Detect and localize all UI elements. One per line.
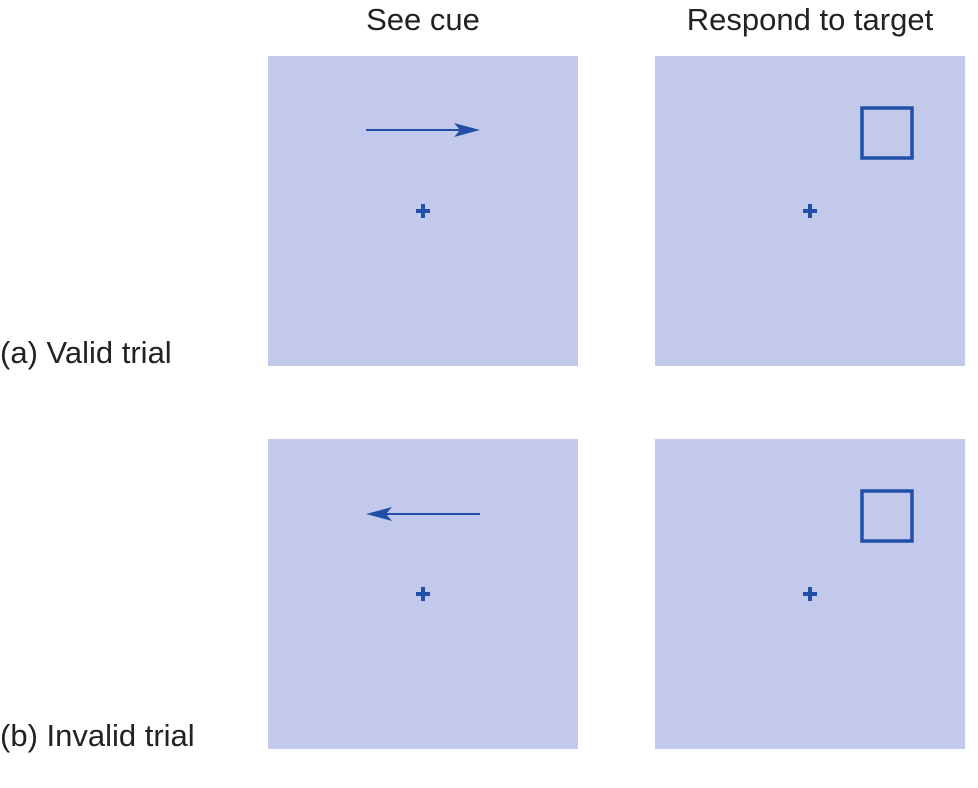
invalid-target-panel [655,439,965,749]
fixation-cross-icon [416,204,430,218]
valid-target-panel [655,56,965,366]
left-arrow-cue-icon [366,507,480,521]
valid-cue-panel [268,56,578,366]
fixation-cross-icon [803,587,817,601]
respond-to-target-header: Respond to target [686,2,934,37]
fixation-cross-icon [416,587,430,601]
fixation-cross-icon [803,204,817,218]
invalid-cue-panel [268,439,578,749]
see-cue-header: See cue [366,2,480,37]
valid-trial-label: (a) Valid trial [0,335,172,370]
right-arrow-cue-icon [366,123,480,137]
invalid-trial-label: (b) Invalid trial [0,718,195,753]
target-square-icon [860,489,914,543]
target-square-icon [860,106,914,160]
